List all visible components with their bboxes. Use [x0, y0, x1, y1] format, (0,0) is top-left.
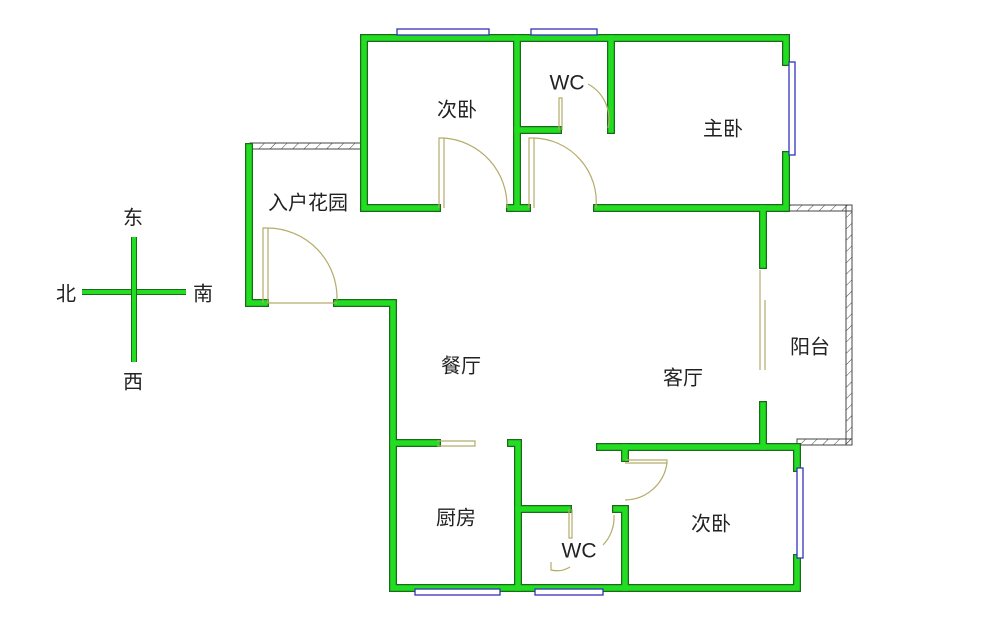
room-label-wc-bottom: WC [562, 540, 597, 563]
window-master [788, 61, 796, 156]
room-label-bedroom-top: 次卧 [437, 98, 477, 122]
room-label-kitchen: 厨房 [436, 506, 476, 530]
window-top-wc [530, 28, 598, 36]
door-kitchen [437, 440, 476, 447]
compass: 东 北 南 西 [56, 206, 213, 394]
compass-west: 西 [123, 370, 143, 394]
wall-segment-6 [246, 144, 268, 306]
room-label-balcony: 阳台 [790, 335, 830, 359]
door-top-bedroom [438, 137, 508, 209]
door-bottom-wc [550, 509, 615, 572]
wall-segment-1 [594, 152, 789, 211]
door-master [528, 137, 597, 209]
door-bottom-bedroom [624, 459, 668, 501]
wall-outline-1 [593, 151, 790, 212]
wall-outline-8 [596, 443, 801, 472]
door-entry [262, 227, 338, 304]
room-label-master: 主卧 [703, 117, 743, 141]
room-label-living: 客厅 [663, 366, 703, 390]
wall-segment-12 [508, 440, 521, 591]
compass-north: 北 [56, 282, 76, 306]
compass-east: 东 [123, 206, 143, 230]
room-label-dining: 餐厅 [441, 354, 481, 378]
wall-segment-15 [613, 506, 628, 591]
window-kitchen [414, 588, 501, 596]
windows [396, 28, 804, 596]
compass-south: 南 [193, 282, 213, 306]
room-label-entry-garden: 入户花园 [268, 191, 348, 215]
room-label-bedroom-bottom: 次卧 [691, 512, 731, 536]
door-balcony [759, 270, 766, 370]
door-top-wc [558, 83, 610, 130]
hatched-walls [249, 142, 853, 446]
window-bottom-bedroom [796, 467, 804, 559]
window-bottom-wc [534, 588, 604, 596]
doors [262, 83, 766, 572]
wall-segment-7 [334, 300, 800, 591]
wall-segment-8 [597, 444, 800, 471]
wall-segment-0 [361, 35, 789, 211]
walls [245, 34, 801, 592]
window-top-bedroom [396, 28, 490, 36]
room-label-wc-top: WC [550, 72, 585, 95]
